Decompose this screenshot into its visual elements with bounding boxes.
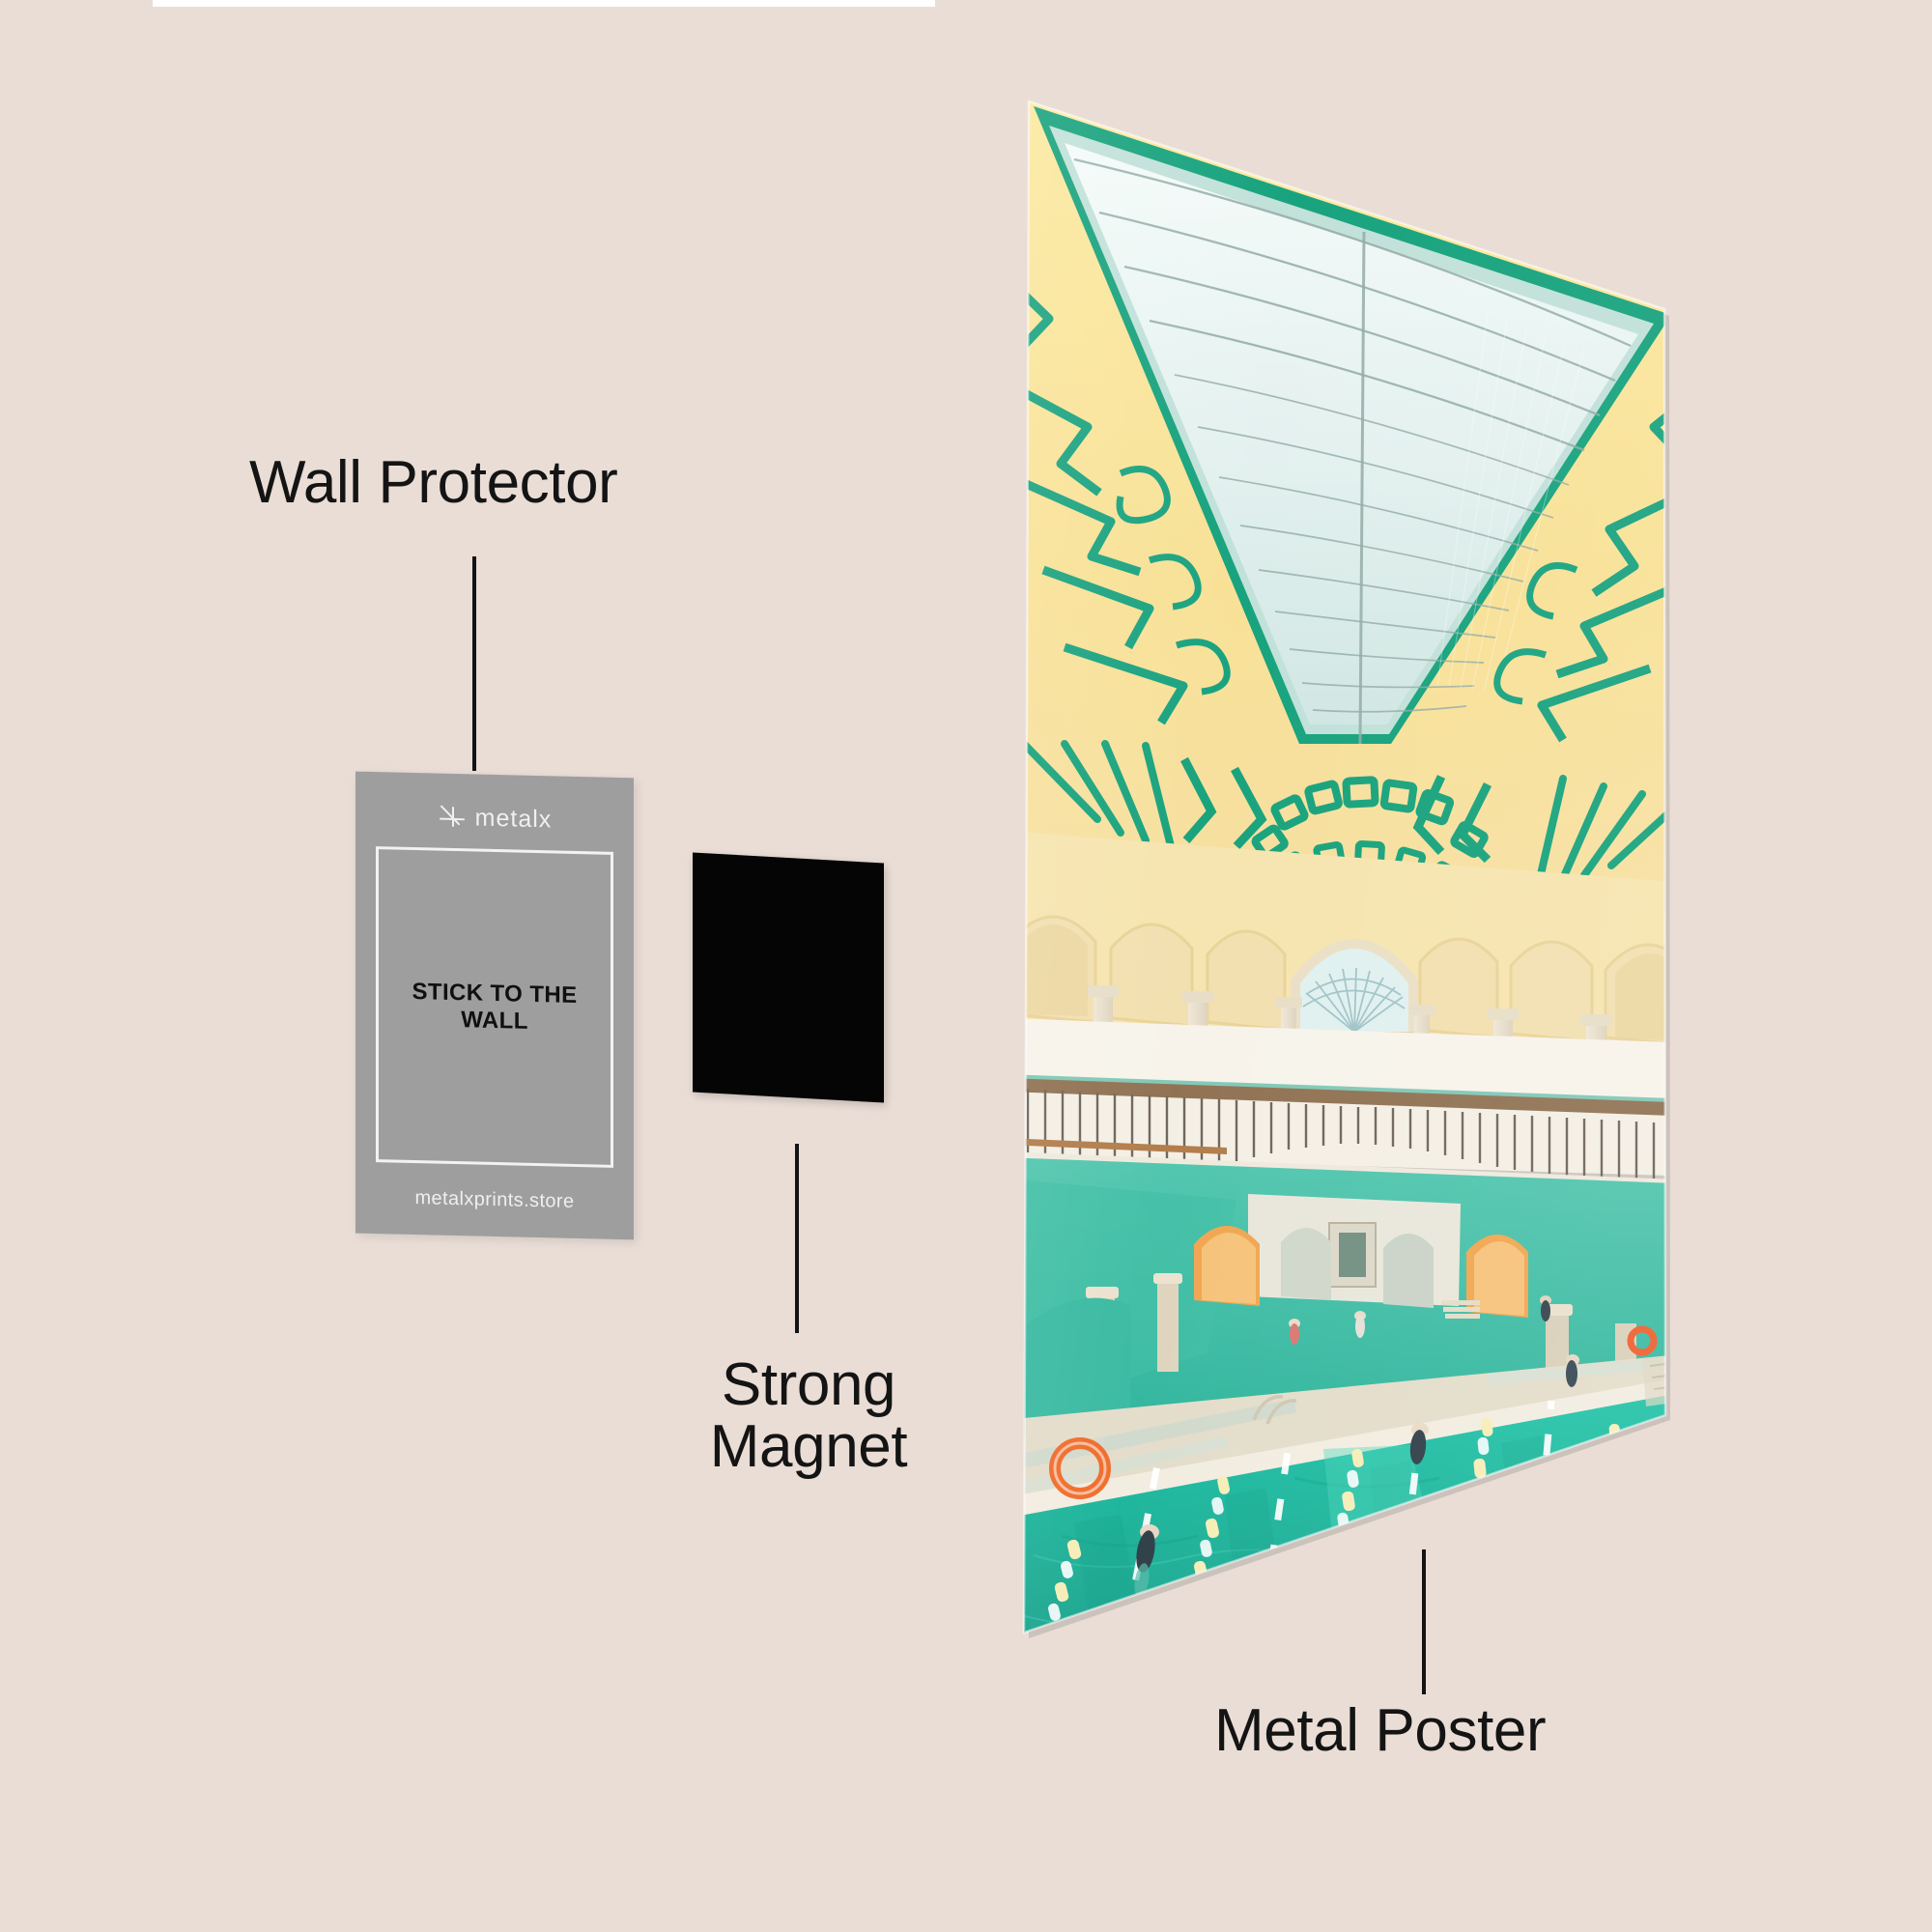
strong-magnet-square bbox=[693, 852, 884, 1103]
leader-line-wall-protector bbox=[472, 556, 476, 771]
wall-protector-card: metalx STICK TO THE WALL metalxprints.st… bbox=[355, 771, 634, 1240]
wall-protector-instruction: STICK TO THE WALL bbox=[412, 978, 578, 1035]
store-url-text: metalxprints.store bbox=[414, 1187, 575, 1212]
leader-line-strong-magnet bbox=[795, 1144, 799, 1333]
callout-label-metal-poster: Metal Poster bbox=[1214, 1697, 1547, 1764]
top-white-strip bbox=[153, 0, 935, 7]
callout-label-wall-protector: Wall Protector bbox=[249, 449, 618, 516]
brand-name-text: metalx bbox=[474, 804, 553, 833]
callout-label-strong-magnet: Strong Magnet bbox=[709, 1351, 908, 1481]
leader-line-metal-poster bbox=[1422, 1549, 1426, 1694]
metal-poster-artwork bbox=[1005, 68, 1700, 1671]
brand-logo: metalx bbox=[355, 801, 634, 837]
wall-protector-inner-frame: STICK TO THE WALL bbox=[376, 846, 613, 1168]
metalx-cross-icon bbox=[438, 802, 467, 833]
